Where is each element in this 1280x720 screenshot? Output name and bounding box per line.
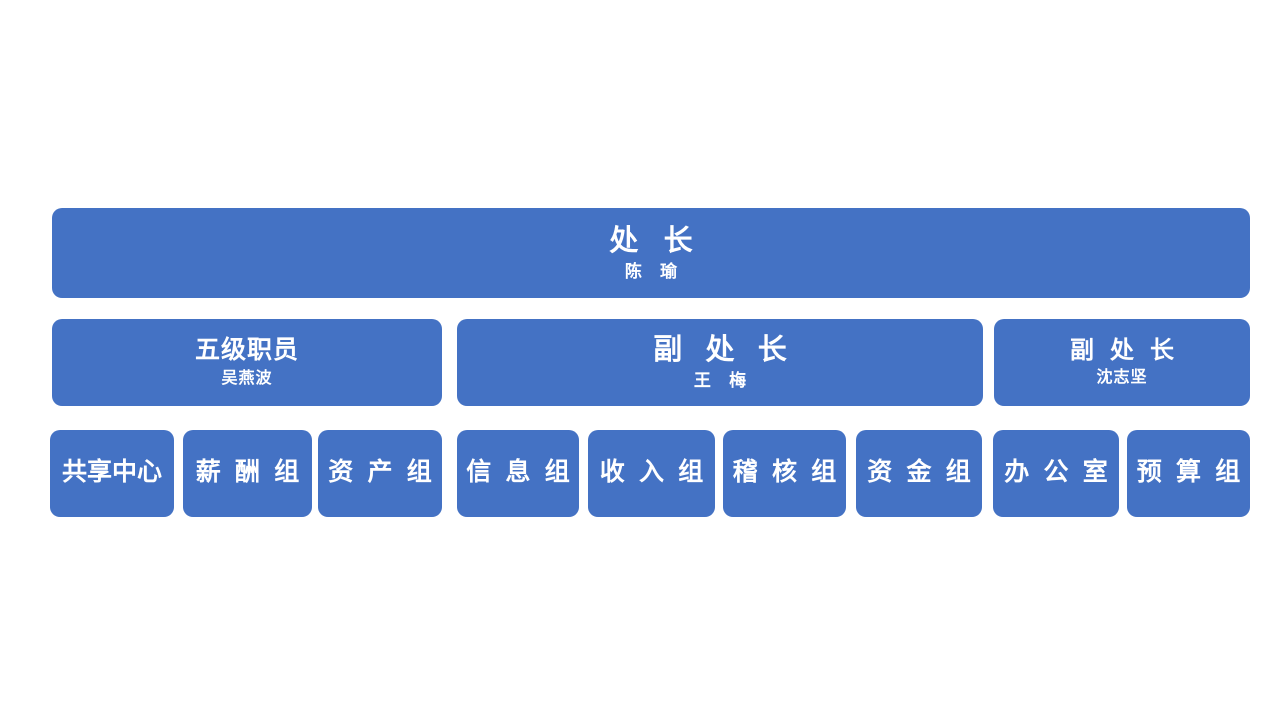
- org-node-team-shared-center[interactable]: 共享中心: [50, 430, 174, 517]
- org-node-team-revenue[interactable]: 收 入 组: [588, 430, 715, 517]
- org-node-title: 薪 酬 组: [195, 459, 304, 487]
- org-node-deputy-director-1[interactable]: 副 处 长 王 梅: [457, 319, 983, 406]
- org-node-team-budget[interactable]: 预 算 组: [1127, 430, 1250, 517]
- org-node-team-office[interactable]: 办 公 室: [993, 430, 1119, 517]
- org-node-person: 沈志坚: [1096, 369, 1148, 387]
- org-node-team-funds[interactable]: 资 金 组: [856, 430, 982, 517]
- org-node-level5-staff[interactable]: 五级职员 吴燕波: [52, 319, 442, 406]
- org-node-director[interactable]: 处 长 陈 瑜: [52, 208, 1250, 298]
- org-node-title: 收 入 组: [599, 459, 708, 487]
- org-node-title: 处 长: [609, 224, 702, 257]
- org-node-title: 共享中心: [61, 459, 162, 487]
- org-node-title: 副 处 长: [1070, 337, 1179, 364]
- org-node-team-audit[interactable]: 稽 核 组: [723, 430, 846, 517]
- org-node-person: 陈 瑜: [624, 261, 685, 281]
- org-node-person: 王 梅: [693, 371, 754, 391]
- org-node-title: 预 算 组: [1136, 459, 1245, 487]
- org-node-title: 信 息 组: [466, 459, 574, 487]
- org-node-title: 资 产 组: [328, 459, 436, 487]
- org-node-team-assets[interactable]: 资 产 组: [318, 430, 442, 517]
- org-node-title: 副 处 长: [653, 334, 795, 367]
- org-node-title: 稽 核 组: [732, 459, 841, 487]
- org-node-deputy-director-2[interactable]: 副 处 长 沈志坚: [994, 319, 1250, 406]
- org-node-title: 办 公 室: [1004, 459, 1112, 487]
- org-node-person: 吴燕波: [221, 369, 273, 387]
- org-node-title: 五级职员: [194, 336, 299, 364]
- org-node-team-information[interactable]: 信 息 组: [457, 430, 579, 517]
- org-node-title: 资 金 组: [867, 459, 975, 487]
- org-node-team-payroll[interactable]: 薪 酬 组: [183, 430, 312, 517]
